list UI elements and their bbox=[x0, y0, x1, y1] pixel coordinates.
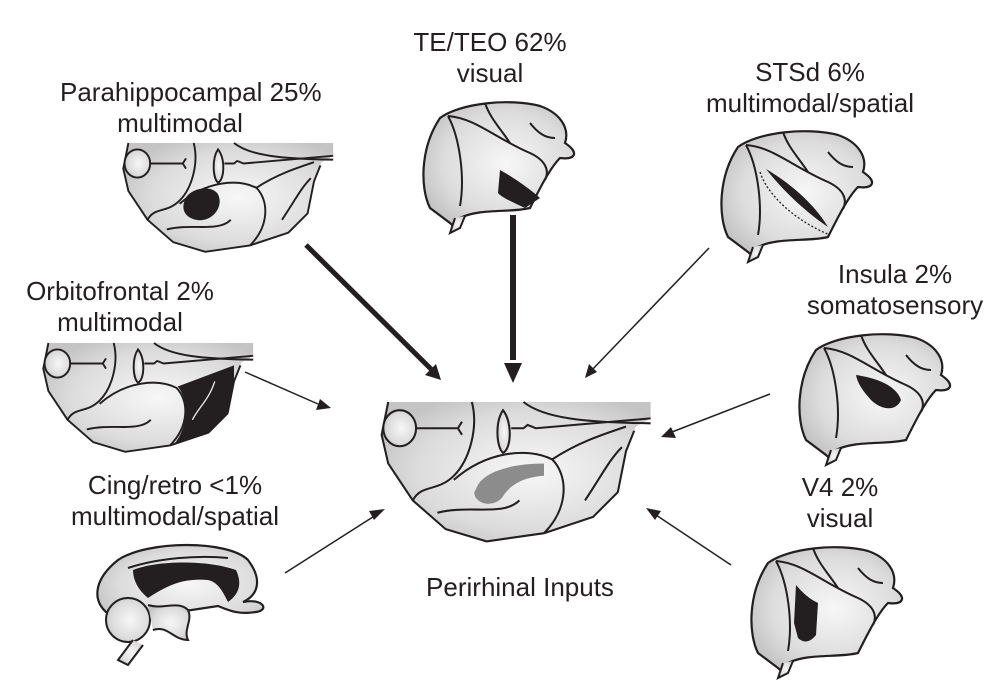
arrow-te-teo-head bbox=[504, 363, 522, 383]
region-v4 bbox=[794, 585, 818, 642]
region-te-teo bbox=[498, 170, 540, 208]
region-parahippocampal bbox=[183, 188, 220, 221]
brain-stsd bbox=[720, 130, 874, 264]
arrow-insula-head bbox=[661, 427, 676, 438]
brain-parahippocampal bbox=[122, 142, 334, 253]
label-stsd-modality: multimodal/spatial bbox=[705, 88, 915, 118]
arrow-cing-retro bbox=[284, 514, 377, 574]
label-te-teo-modality: visual bbox=[456, 58, 524, 88]
brain-perirhinal-target bbox=[380, 401, 651, 543]
label-orbitofrontal-modality: multimodal bbox=[57, 307, 183, 337]
label-te-teo-region: TE/TEO 62% bbox=[413, 27, 567, 57]
region-orbitofrontal bbox=[173, 365, 235, 446]
arrow-parahippocampal bbox=[304, 243, 439, 377]
label-cing-retro: Cing/retro <1% multimodal/spatial bbox=[55, 470, 295, 532]
label-v4-modality: visual bbox=[806, 503, 874, 533]
region-insula bbox=[856, 375, 901, 409]
label-parahippocampal: Parahippocampal 25% multimodal bbox=[60, 77, 322, 139]
label-insula-region: Insula 2% bbox=[837, 259, 953, 289]
label-cing-retro-modality: multimodal/spatial bbox=[70, 501, 280, 531]
label-orbitofrontal-region: Orbitofrontal 2% bbox=[26, 276, 214, 306]
brain-insula bbox=[798, 333, 952, 467]
brain-orbitofrontal bbox=[42, 342, 254, 453]
arrow-stsd bbox=[589, 247, 710, 373]
label-v4: V4 2% visual bbox=[775, 472, 905, 534]
arrow-v4-head bbox=[646, 508, 661, 520]
brain-te-teo bbox=[422, 101, 576, 235]
region-perirhinal bbox=[474, 463, 544, 504]
arrow-stsd-head bbox=[585, 364, 597, 378]
arrow-parahippocampal-head bbox=[425, 364, 441, 380]
label-stsd: STSd 6% multimodal/spatial bbox=[685, 57, 935, 119]
label-orbitofrontal: Orbitofrontal 2% multimodal bbox=[10, 276, 230, 338]
label-v4-region: V4 2% bbox=[801, 472, 879, 502]
arrow-orbitofrontal-head bbox=[316, 399, 331, 410]
brain-cing-retro bbox=[96, 543, 265, 667]
label-te-teo: TE/TEO 62% visual bbox=[400, 27, 580, 89]
arrow-v4 bbox=[655, 514, 732, 566]
region-cing-retro bbox=[133, 562, 240, 602]
label-parahippocampal-modality: multimodal bbox=[117, 108, 243, 138]
center-label: Perirhinal Inputs bbox=[426, 572, 614, 602]
arrow-orbitofrontal bbox=[244, 371, 319, 405]
label-insula-modality: somatosensory bbox=[806, 290, 984, 320]
label-stsd-region: STSd 6% bbox=[755, 57, 865, 87]
brain-v4 bbox=[750, 546, 904, 680]
label-insula: Insula 2% somatosensory bbox=[790, 259, 1000, 321]
arrow-cing-retro-head bbox=[369, 509, 385, 520]
region-stsd bbox=[766, 169, 828, 227]
label-cing-retro-region: Cing/retro <1% bbox=[87, 470, 263, 500]
arrow-insula bbox=[671, 393, 771, 433]
label-parahippocampal-region: Parahippocampal 25% bbox=[60, 77, 322, 107]
